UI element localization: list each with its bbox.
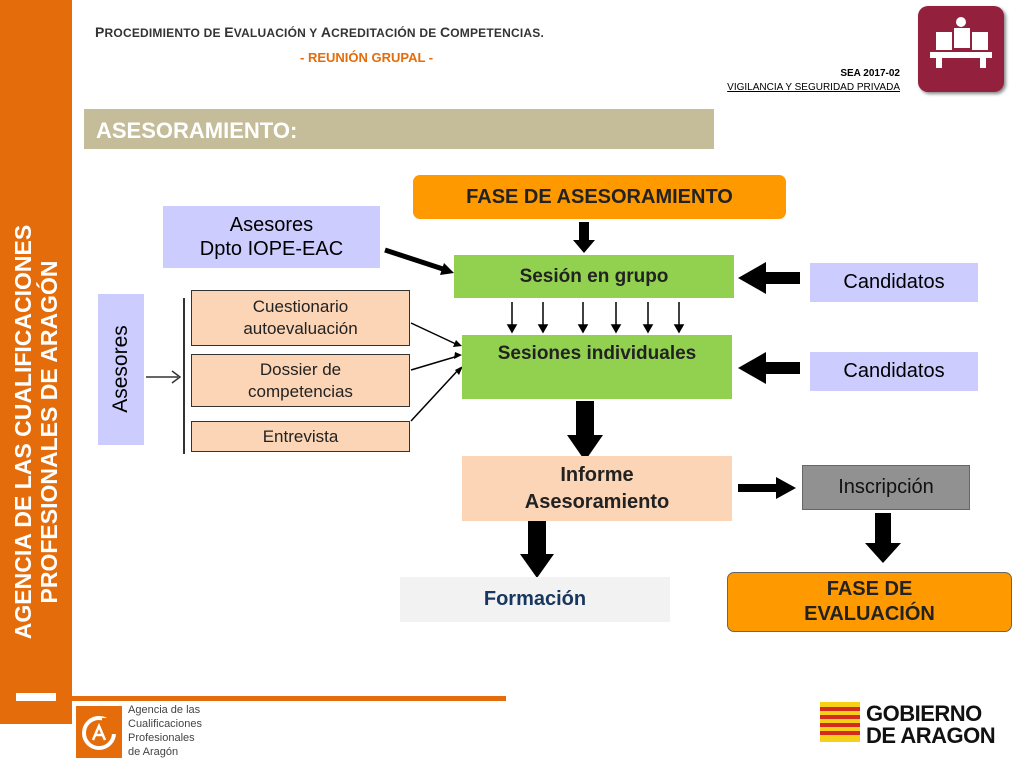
arrow-asesores-to-sesion (384, 247, 447, 273)
dossier-line-2: competencias (248, 381, 353, 401)
agency-name: Agencia de las Cualificaciones Profesion… (128, 703, 202, 759)
candidatos-box-1: Candidatos (810, 263, 978, 302)
fase-asesoramiento-box: FASE DE ASESORAMIENTO (413, 175, 786, 219)
aragon-flag-icon (820, 702, 860, 742)
cuestionario-line-1: Cuestionario (252, 297, 349, 316)
dossier-line-1: Dossier de (259, 359, 342, 379)
arrow-informe-to-formacion (520, 521, 554, 578)
qualification-name: VIGILANCIA Y SEGURIDAD PRIVADA (727, 82, 900, 93)
government-line-2: DE ARAGON (866, 723, 996, 748)
arrows-sesion-to-individuales (506, 302, 685, 334)
government-line-1: GOBIERNO (866, 701, 982, 726)
title-initial-e: E (224, 24, 234, 40)
agency-name-line-3: Profesionales (128, 732, 195, 744)
sidebar (0, 0, 72, 724)
cuestionario-line-2: autoevaluación (243, 319, 358, 338)
fase-evaluacion-box: FASE DE EVALUACIÓN (727, 572, 1012, 632)
fase-evaluacion-line-1: FASE DE (826, 578, 913, 600)
agency-name-line-2: Cualificaciones (128, 718, 202, 730)
asesores-dpto-line-2: Dpto IOPE-EAC (199, 238, 344, 260)
title-part-4: OMPETENCIAS. (450, 26, 544, 40)
sesion-grupo-box: Sesión en grupo (454, 255, 734, 298)
formacion-box: Formación (400, 577, 670, 622)
title-initial-c: C (439, 24, 451, 40)
page-title: PROCEDIMIENTO DE EVALUACIÓN Y ACREDITACI… (95, 24, 544, 40)
arrow-informe-to-inscripcion (738, 477, 796, 499)
asesores-box: Asesores (98, 294, 144, 445)
section-title: ASESORAMIENTO: (84, 109, 714, 149)
asesores-dpto-line-1: Asesores (229, 214, 314, 236)
government-logo-text: GOBIERNO DE ARAGON (866, 701, 996, 748)
entrevista-box: Entrevista (191, 421, 410, 452)
title-part-1: ROCEDIMIENTO DE (104, 26, 225, 40)
arrow-inscripcion-to-evaluacion (865, 513, 901, 563)
inscripcion-box: Inscripción (802, 465, 970, 510)
cuestionario-box: Cuestionario autoevaluación (191, 290, 410, 346)
title-initial-p: P (95, 24, 105, 40)
arrow-fase-to-sesion (573, 222, 595, 253)
informe-line-1: Informe (560, 463, 634, 486)
arrow-candidatos-to-individuales (738, 352, 800, 384)
asesores-label: Asesores (109, 325, 132, 413)
arrow-candidatos-to-sesion (738, 262, 800, 294)
footer-divider (72, 696, 506, 701)
fase-evaluacion-line-2: EVALUACIÓN (804, 603, 935, 625)
qualification-code: SEA 2017-02 (840, 68, 900, 79)
agency-name-line-4: de Aragón (128, 746, 179, 758)
arrow-individuales-to-informe (567, 401, 603, 461)
page-subtitle: - REUNIÓN GRUPAL - (300, 50, 434, 65)
sesiones-individuales-box: Sesiones individuales (462, 335, 732, 399)
title-part-2: VALUACIÓN Y (233, 26, 321, 40)
informe-line-2: Asesoramiento (524, 490, 670, 513)
title-part-3: CREDITACIÓN DE (331, 26, 440, 40)
agency-logo-icon (76, 706, 122, 758)
sidebar-accent-bar (16, 693, 56, 701)
meeting-logo-icon (918, 6, 1004, 92)
arrows-tools-to-individuales (410, 322, 461, 422)
candidatos-box-2: Candidatos (810, 352, 978, 391)
title-initial-a: A (320, 24, 332, 40)
agency-name-line-1: Agencia de las (128, 704, 201, 716)
